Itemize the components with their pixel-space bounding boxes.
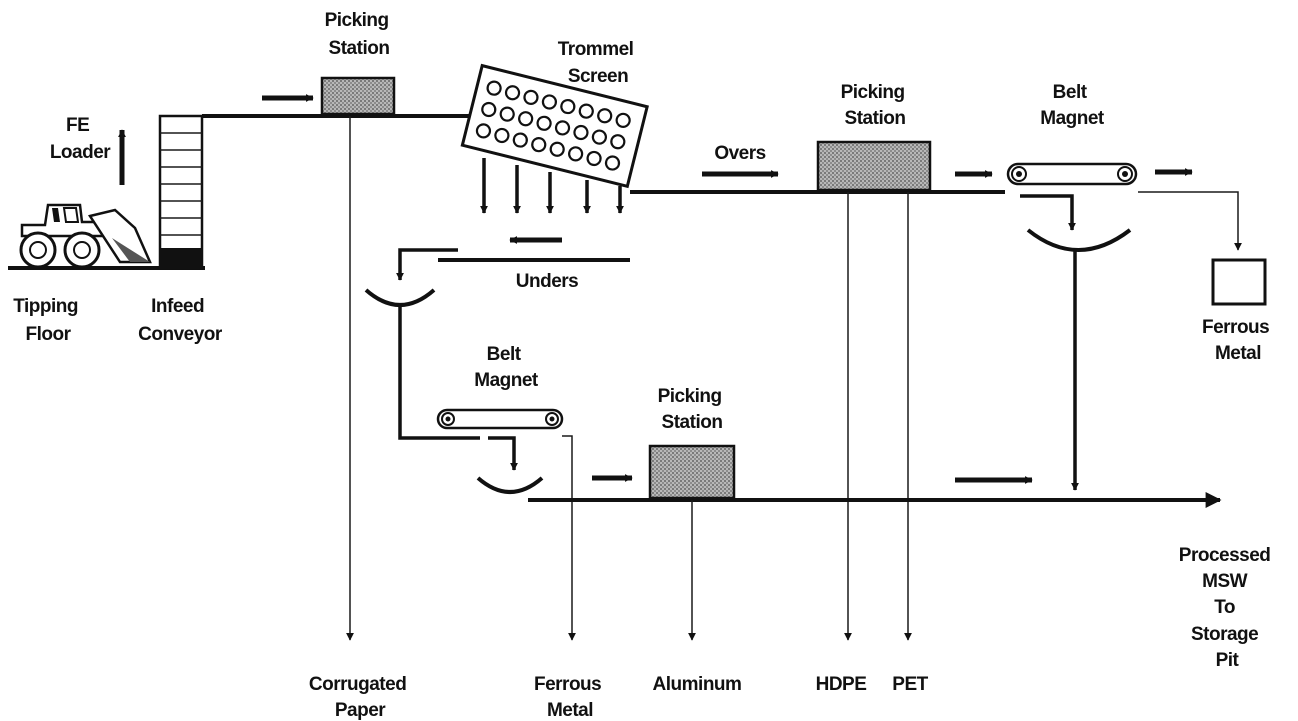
ferrous-metal-bottom-label: Ferrous Metal [534, 674, 606, 721]
belt-magnet-2-label: Belt Magnet [474, 344, 539, 391]
magnet-1-drop-arrow [1020, 194, 1076, 231]
infeed-conveyor [158, 114, 204, 270]
trommel-hole [615, 112, 631, 128]
trommel-hole [554, 120, 571, 136]
trommel-hole [578, 103, 594, 119]
trommel-hole [512, 132, 528, 148]
picking-station-3-label: Picking Station [658, 386, 727, 433]
trommel-hole [494, 127, 510, 144]
pet-label: PET [892, 674, 928, 695]
trommel-hole [504, 85, 521, 101]
trommel-hole [499, 106, 515, 122]
ferrous-metal-right-label: Ferrous Metal [1202, 317, 1274, 364]
trommel-screen-label: Trommel Screen [558, 39, 638, 87]
trommel-hole [560, 98, 576, 115]
infeed-conveyor-label: Infeed Conveyor [138, 296, 223, 345]
fe-loader-label: FE Loader [50, 115, 111, 163]
hdpe-label: HDPE [816, 674, 867, 695]
trommel-hole [523, 89, 539, 105]
unders-drop-arrow [396, 248, 458, 281]
trommel-hole [481, 101, 497, 118]
trommel-hole [475, 123, 492, 139]
tipping-floor-area [8, 129, 205, 270]
trommel-hole [591, 129, 607, 145]
trommel-hole [573, 124, 589, 141]
chute-2 [364, 288, 436, 307]
trommel-hole [541, 94, 558, 110]
unders-label: Unders [516, 271, 578, 292]
loader-icon [19, 203, 152, 269]
trommel-hole [597, 108, 613, 124]
trommel-screen [460, 63, 649, 189]
unders-drop-arrows [480, 158, 624, 214]
tipping-floor-label: Tipping Floor [13, 296, 83, 345]
ferrous-metal-bin [1211, 258, 1267, 306]
aluminum-label: Aluminum [653, 674, 742, 695]
trommel-hole [586, 150, 602, 167]
picking-station-1 [320, 76, 396, 116]
picking-station-2-label: Picking Station [841, 82, 910, 129]
belt-magnet-1 [1006, 162, 1138, 186]
belt-magnet-2 [436, 408, 564, 430]
overs-label: Overs [714, 143, 765, 164]
ferrous-drop-line-right [1138, 191, 1242, 251]
picking-station-3 [648, 444, 736, 500]
trommel-hole [549, 141, 565, 157]
trommel-hole [604, 155, 621, 171]
processed-msw-label: Processed MSW To Storage Pit [1179, 545, 1275, 671]
chute-3 [476, 476, 544, 494]
chute-1 [1026, 228, 1132, 252]
trommel-hole [518, 111, 534, 127]
magnet-2-drop-arrow [488, 436, 518, 471]
picking-station-2 [816, 140, 932, 192]
corrugated-paper-label: Corrugated Paper [309, 674, 411, 721]
trommel-hole [531, 137, 547, 153]
trommel-hole [536, 115, 552, 131]
trommel-hole [486, 80, 502, 96]
ferrous-drop-line-bottom [562, 435, 576, 641]
trommel-hole [568, 146, 584, 162]
unders-to-magnet-line [398, 305, 480, 440]
trommel-hole [610, 134, 626, 150]
picking-station-1-label: Picking Station [325, 10, 394, 59]
belt-magnet-1-label: Belt Magnet [1040, 82, 1105, 129]
